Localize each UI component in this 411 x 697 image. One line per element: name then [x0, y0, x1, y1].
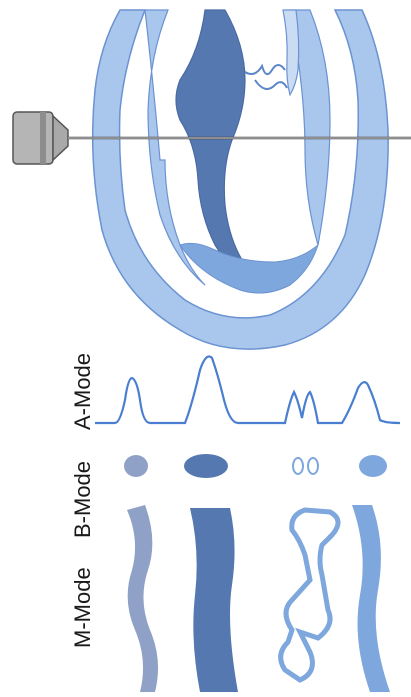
probe-band: [40, 112, 46, 164]
a-mode-label: A-Mode: [70, 353, 96, 430]
aortic-wall: [283, 10, 299, 95]
m-mode-traces: [127, 505, 390, 692]
probe-body: [13, 112, 53, 164]
interventricular-septum: [176, 10, 255, 278]
m-mode-trace-3: [281, 510, 338, 680]
m-mode-trace-2: [190, 508, 238, 692]
probe-tip: [53, 116, 68, 160]
a-mode-waveform: [95, 357, 400, 424]
b-mode-echo-5: [359, 455, 387, 477]
b-mode-echo-4: [308, 458, 318, 474]
b-mode-label: B-Mode: [70, 461, 96, 538]
b-mode-echo-3: [293, 458, 303, 474]
septum-base: [180, 243, 318, 293]
mitral-valve-leaflets: [245, 65, 287, 89]
b-mode-echoes: [124, 454, 387, 478]
b-mode-echo-2: [184, 454, 228, 478]
b-mode-echo-1: [124, 455, 148, 477]
heart-cross-section: [93, 10, 388, 349]
m-mode-trace-1: [127, 505, 158, 692]
m-mode-trace-4: [352, 505, 390, 692]
m-mode-label: M-Mode: [70, 567, 96, 648]
